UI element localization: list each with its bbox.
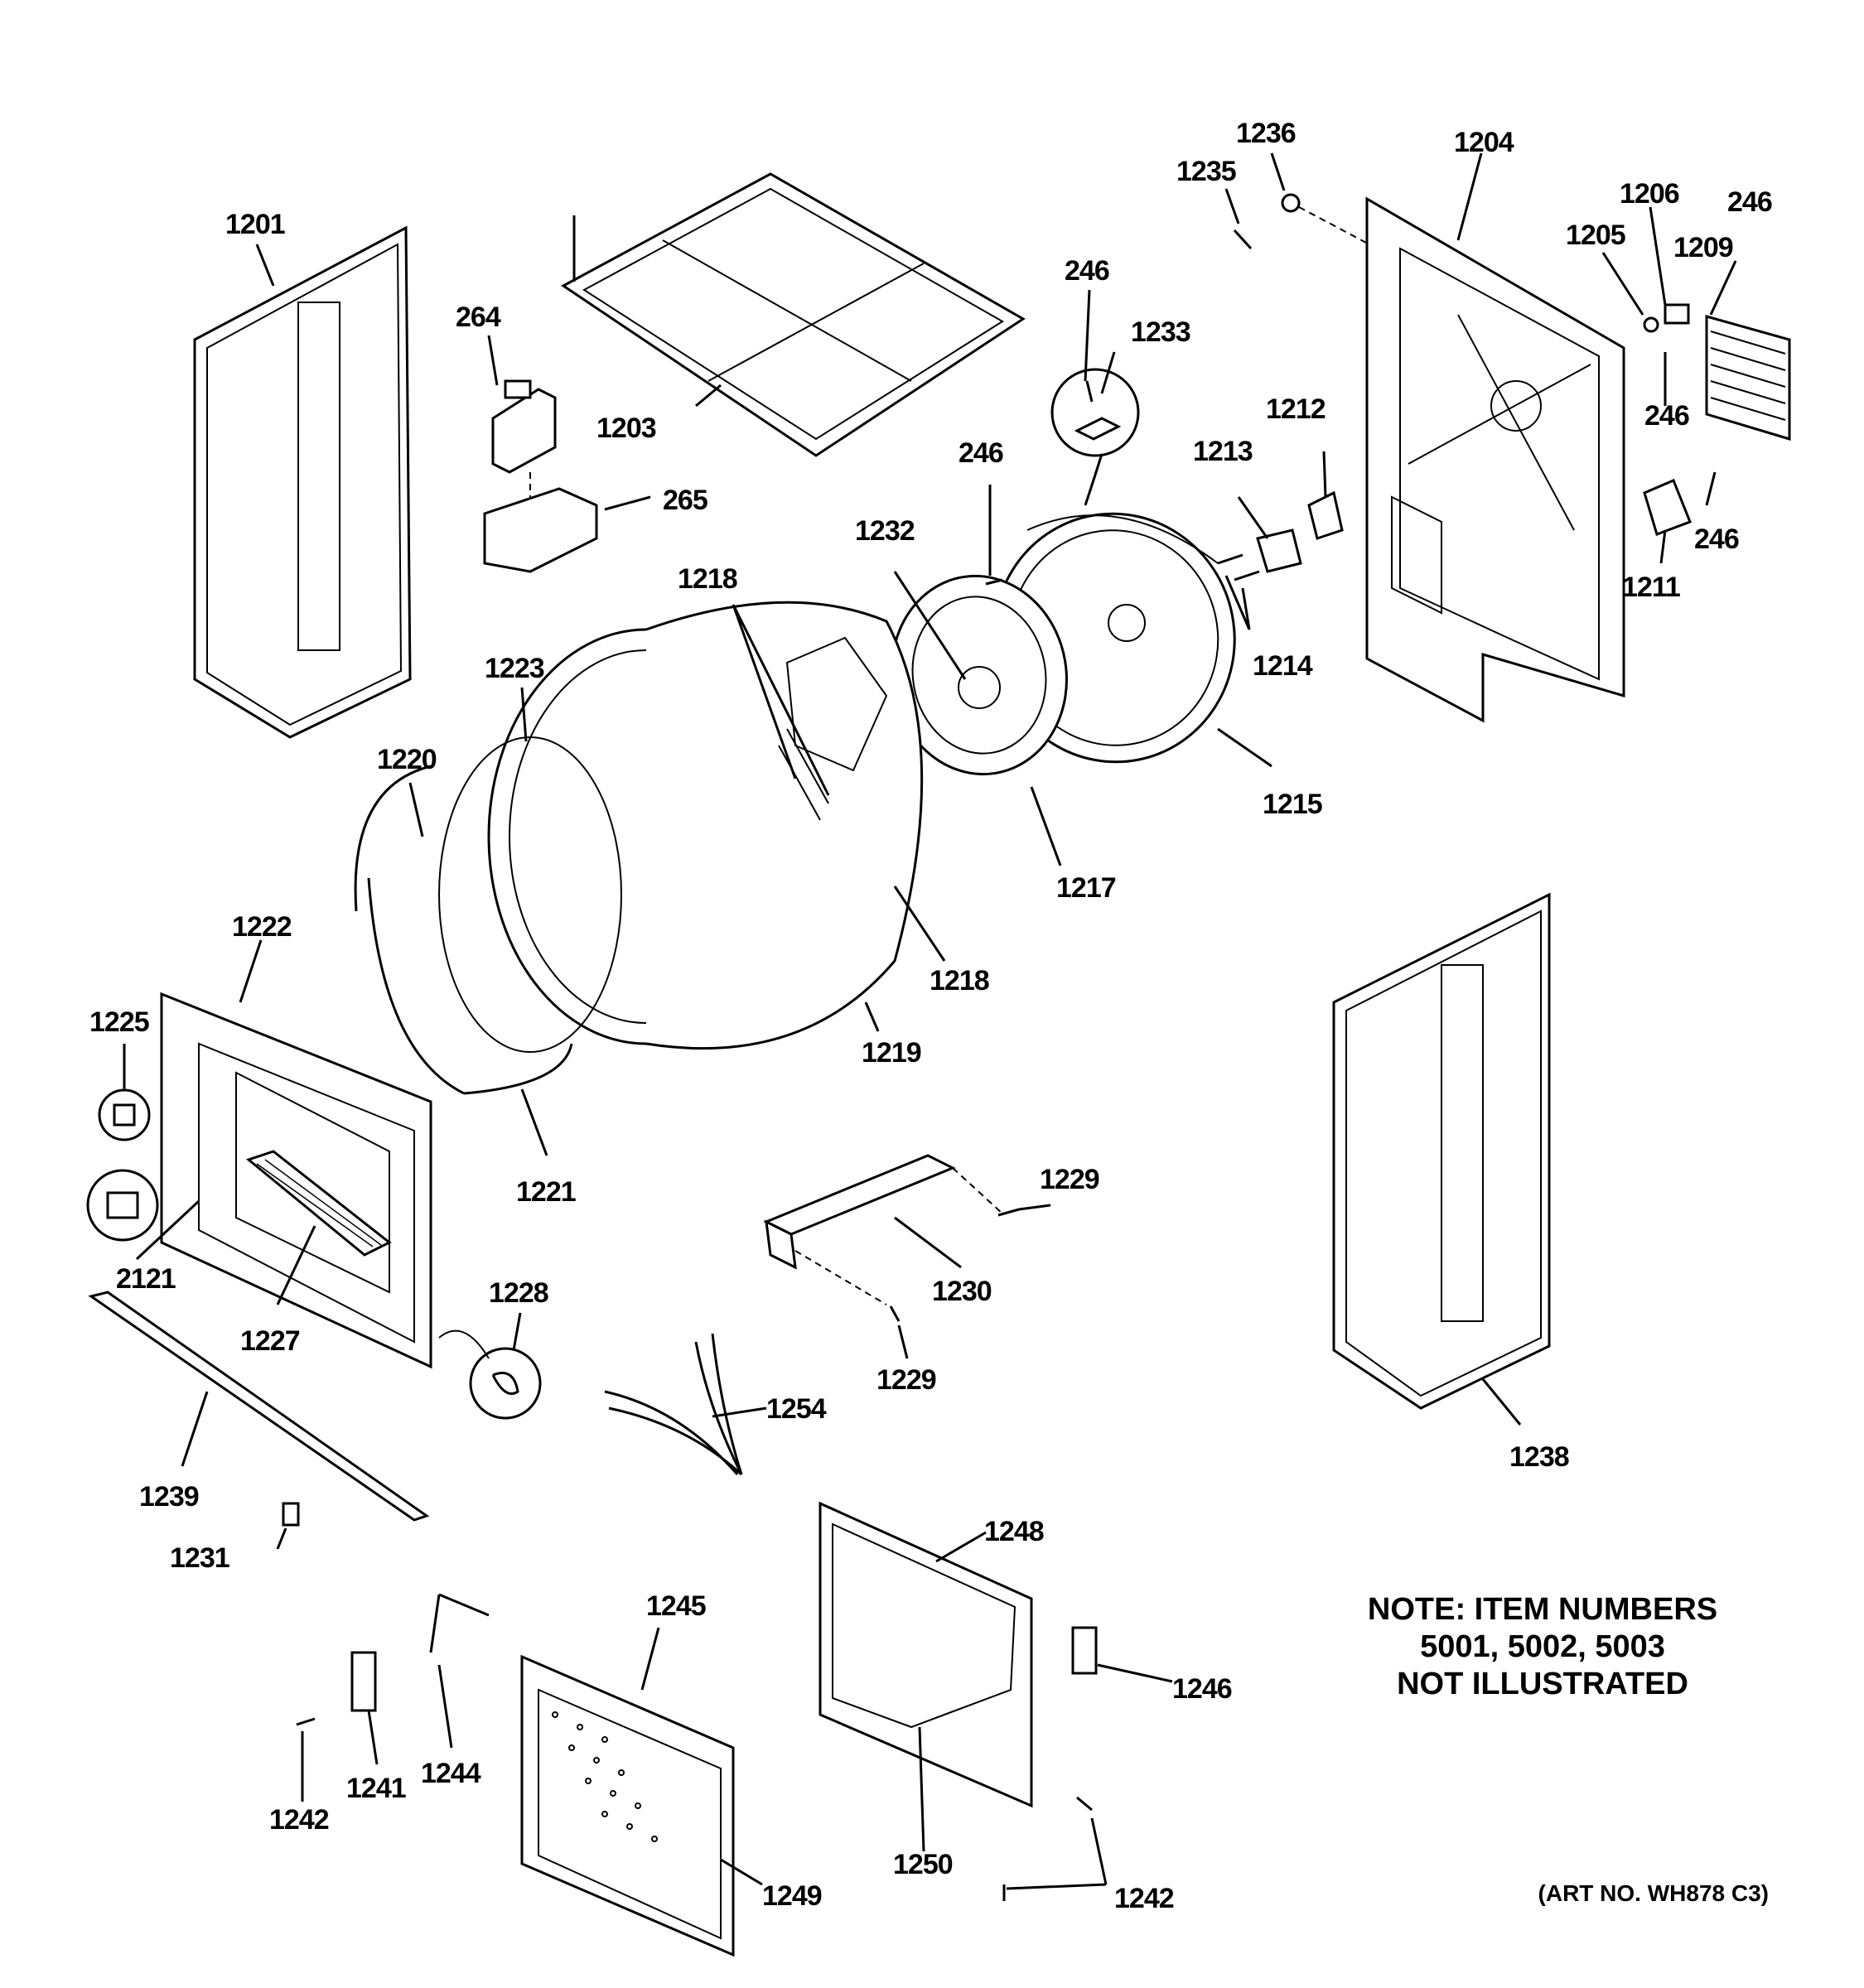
note-line-2: 5001, 5002, 5003 bbox=[1420, 1629, 1665, 1664]
perforation-dots bbox=[552, 1711, 658, 1842]
label-1242-left: 1242 bbox=[269, 1804, 329, 1836]
drum-1219 bbox=[487, 601, 924, 1050]
label-1235: 1235 bbox=[1176, 156, 1236, 187]
label-1230: 1230 bbox=[932, 1276, 992, 1307]
label-1206: 1206 bbox=[1620, 178, 1679, 210]
label-1215: 1215 bbox=[1263, 789, 1322, 820]
ring-1221 bbox=[463, 1043, 573, 1095]
label-1214: 1214 bbox=[1253, 650, 1313, 682]
label-1242-right: 1242 bbox=[1114, 1883, 1174, 1914]
label-1238: 1238 bbox=[1509, 1441, 1569, 1473]
label-1217: 1217 bbox=[1056, 872, 1116, 904]
label-246-mid: 246 bbox=[1644, 400, 1689, 432]
bracket-1230 bbox=[763, 1154, 956, 1270]
screw-246-drum bbox=[985, 578, 1003, 586]
note-line-3: NOT ILLUSTRATED bbox=[1397, 1667, 1688, 1701]
label-1220: 1220 bbox=[377, 744, 437, 775]
door-1248 bbox=[819, 1501, 1033, 1808]
part-1206 bbox=[1664, 303, 1690, 325]
part-265 bbox=[483, 487, 598, 573]
ring-1220 bbox=[354, 765, 465, 1095]
label-1228: 1228 bbox=[489, 1277, 548, 1309]
label-1222: 1222 bbox=[232, 911, 292, 943]
lamp-2121 bbox=[86, 1169, 159, 1242]
label-1233: 1233 bbox=[1131, 316, 1190, 348]
label-1203: 1203 bbox=[596, 413, 656, 444]
label-1209: 1209 bbox=[1673, 232, 1733, 263]
screw-1229-bottom bbox=[889, 1305, 901, 1322]
screws-1214 bbox=[1217, 553, 1260, 581]
label-1218-bottom: 1218 bbox=[930, 965, 989, 996]
label-1236: 1236 bbox=[1236, 118, 1296, 149]
panel-1245 bbox=[520, 1654, 735, 1957]
rear-panel-1204 bbox=[1365, 196, 1625, 723]
label-1212: 1212 bbox=[1266, 393, 1326, 425]
label-246-top: 246 bbox=[1727, 186, 1772, 218]
screw-1242-right-a bbox=[1076, 1796, 1093, 1812]
label-1213: 1213 bbox=[1193, 436, 1253, 467]
label-1239: 1239 bbox=[139, 1481, 199, 1513]
label-1225: 1225 bbox=[89, 1006, 149, 1038]
label-1223: 1223 bbox=[485, 653, 544, 684]
detail-1233 bbox=[1050, 368, 1140, 506]
seal-1223 bbox=[438, 736, 622, 1053]
label-246-bottom: 246 bbox=[1694, 524, 1739, 555]
label-1231: 1231 bbox=[170, 1542, 229, 1574]
label-1244: 1244 bbox=[421, 1758, 481, 1789]
label-246-drum: 246 bbox=[959, 437, 1003, 469]
label-246-center: 246 bbox=[1065, 255, 1109, 287]
label-1248: 1248 bbox=[984, 1516, 1044, 1547]
label-1241: 1241 bbox=[346, 1773, 406, 1804]
sensor-1228 bbox=[438, 1329, 542, 1420]
label-1205: 1205 bbox=[1566, 220, 1625, 251]
art-number: (ART NO. WH878 C3) bbox=[1538, 1880, 1769, 1906]
bracket-1211 bbox=[1643, 479, 1692, 536]
label-265: 265 bbox=[663, 485, 707, 516]
leader-lines bbox=[123, 152, 1737, 1890]
side-panel-1238 bbox=[1332, 892, 1551, 1410]
screw-1231 bbox=[282, 1502, 300, 1527]
label-1254: 1254 bbox=[766, 1393, 827, 1425]
lint-filter-1227 bbox=[245, 1150, 392, 1257]
label-264: 264 bbox=[456, 302, 501, 333]
label-1229-bottom: 1229 bbox=[876, 1364, 936, 1396]
grille-1209 bbox=[1705, 315, 1791, 442]
bracket-1213 bbox=[1256, 528, 1302, 573]
side-panel-1201 bbox=[193, 225, 412, 739]
part-1205 bbox=[1643, 316, 1659, 333]
harness-1254 bbox=[604, 1333, 743, 1476]
part-1239 bbox=[88, 1291, 430, 1522]
screw-1235 bbox=[1233, 229, 1253, 250]
screw-1242-left bbox=[296, 1717, 316, 1726]
switch-1225 bbox=[98, 1088, 151, 1141]
label-1219: 1219 bbox=[862, 1037, 921, 1069]
part-264 bbox=[491, 379, 557, 474]
label-1245: 1245 bbox=[646, 1590, 706, 1622]
label-1227: 1227 bbox=[240, 1325, 300, 1357]
label-1221: 1221 bbox=[516, 1176, 576, 1208]
label-1250: 1250 bbox=[893, 1849, 953, 1880]
label-1229-top: 1229 bbox=[1040, 1164, 1099, 1195]
label-1246: 1246 bbox=[1172, 1673, 1232, 1705]
label-1232: 1232 bbox=[855, 515, 915, 547]
label-1201: 1201 bbox=[225, 209, 285, 240]
hinge-1241 bbox=[350, 1651, 377, 1712]
note-line-1: NOTE: ITEM NUMBERS bbox=[1368, 1592, 1717, 1627]
label-1211: 1211 bbox=[1622, 572, 1680, 603]
label-2121: 2121 bbox=[116, 1263, 176, 1295]
part-1236 bbox=[1281, 193, 1301, 213]
top-panel-1203 bbox=[561, 172, 1026, 457]
label-1204: 1204 bbox=[1454, 127, 1514, 158]
bracket-1212 bbox=[1307, 490, 1344, 540]
label-1218-top: 1218 bbox=[678, 563, 737, 595]
handle-1246 bbox=[1071, 1626, 1098, 1675]
label-1249: 1249 bbox=[762, 1880, 822, 1912]
screw-1229-top bbox=[997, 1208, 1020, 1217]
part-1244 bbox=[429, 1593, 490, 1653]
